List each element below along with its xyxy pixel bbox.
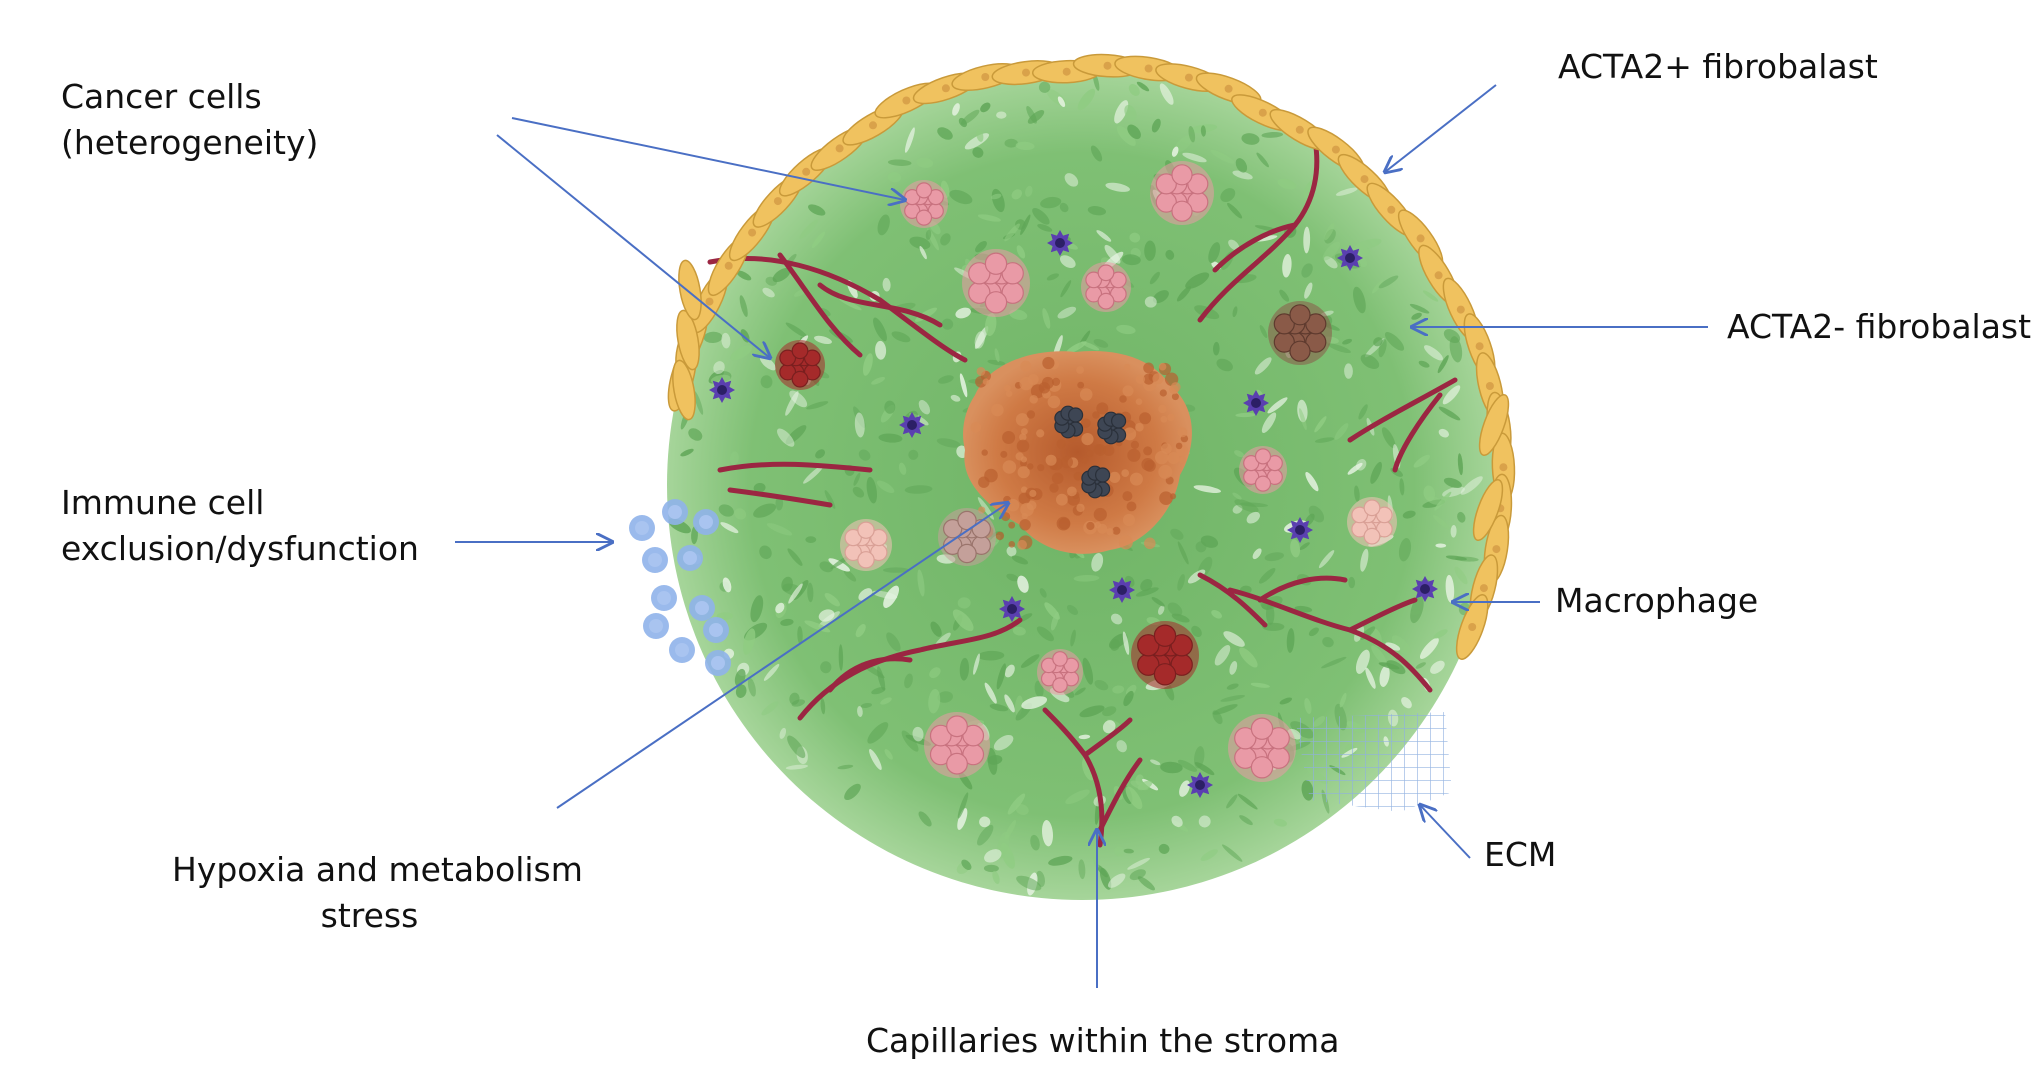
- annotation-arrows: [455, 84, 1708, 988]
- excluded-immune-cells: [629, 499, 731, 676]
- immune-cell: [677, 545, 703, 571]
- cancer-cell-cluster: [962, 249, 1030, 317]
- immune-cell: [669, 637, 695, 663]
- label-acta2-negative-fibroblast: ACTA2- fibrobalast: [1727, 307, 2032, 346]
- cancer-cell-cluster: [900, 180, 948, 228]
- immune-cell: [689, 595, 715, 621]
- necrotic-nuclei: [1054, 405, 1127, 499]
- macrophage-cell: [1187, 772, 1213, 798]
- immune-cell: [662, 499, 688, 525]
- cancer-cell-cluster: [1239, 446, 1287, 494]
- macrophage-cell: [1412, 576, 1438, 602]
- label-acta2-positive-fibroblast: ACTA2+ fibrobalast: [1558, 47, 1878, 86]
- macrophage-cell: [1109, 577, 1135, 603]
- cancer-cell-cluster: [1037, 649, 1083, 695]
- arrow-cancer-cells-2: [496, 134, 770, 358]
- label-immune-exclusion: Immune cell exclusion/dysfunction: [61, 480, 419, 572]
- immune-cell: [642, 547, 668, 573]
- immune-cell: [703, 617, 729, 643]
- label-cancer-cells-line1: Cancer cells: [61, 77, 262, 116]
- arrow-cancer-cells-1: [511, 117, 905, 200]
- immune-cell: [651, 585, 677, 611]
- cancer-cell-cluster: [1347, 497, 1397, 547]
- macrophage-cell: [999, 596, 1025, 622]
- macrophage-cell: [1047, 230, 1073, 256]
- macrophage-cell: [1287, 517, 1313, 543]
- label-macrophage: Macrophage: [1555, 581, 1759, 620]
- immune-cell: [693, 509, 719, 535]
- macrophages: [709, 230, 1438, 798]
- cancer-cell-cluster: [775, 340, 825, 390]
- macrophage-cell: [1243, 390, 1269, 416]
- label-hypoxia-line1: Hypoxia and metabolism: [172, 850, 583, 889]
- macrophage-cell: [709, 377, 735, 403]
- label-immune-line1: Immune cell: [61, 483, 265, 522]
- hypoxic-core: [963, 350, 1192, 554]
- label-hypoxia: Hypoxia and metabolism stress: [172, 847, 583, 939]
- label-cancer-cells: Cancer cells (heterogeneity): [61, 74, 318, 166]
- label-hypoxia-line2: stress: [320, 896, 419, 935]
- cancer-cell-cluster: [1081, 262, 1131, 312]
- cancer-cell-cluster: [1268, 301, 1332, 365]
- immune-cell: [643, 613, 669, 639]
- label-cancer-cells-line2: (heterogeneity): [61, 123, 319, 162]
- label-immune-line2: exclusion/dysfunction: [61, 529, 419, 568]
- arrow-hypoxia: [556, 503, 1008, 809]
- cancer-cell-cluster: [1150, 161, 1214, 225]
- cancer-cell-cluster: [1131, 621, 1199, 689]
- cancer-cell-cluster: [924, 712, 990, 778]
- label-ecm: ECM: [1484, 835, 1557, 874]
- ecm-mesh: [1295, 712, 1452, 812]
- immune-cell: [629, 515, 655, 541]
- cancer-cell-cluster: [1228, 714, 1296, 782]
- label-capillaries: Capillaries within the stroma: [866, 1021, 1340, 1060]
- cancer-cell-cluster: [840, 519, 892, 571]
- immune-cell: [705, 650, 731, 676]
- macrophage-cell: [899, 412, 925, 438]
- capillaries: [707, 137, 1458, 848]
- acta2-positive-fibroblast-rim: [667, 53, 1516, 660]
- arrow-ecm: [1420, 805, 1471, 859]
- macrophage-cell: [1337, 245, 1363, 271]
- arrow-acta2-positive: [1385, 84, 1497, 172]
- cancer-cell-clusters: [775, 161, 1397, 782]
